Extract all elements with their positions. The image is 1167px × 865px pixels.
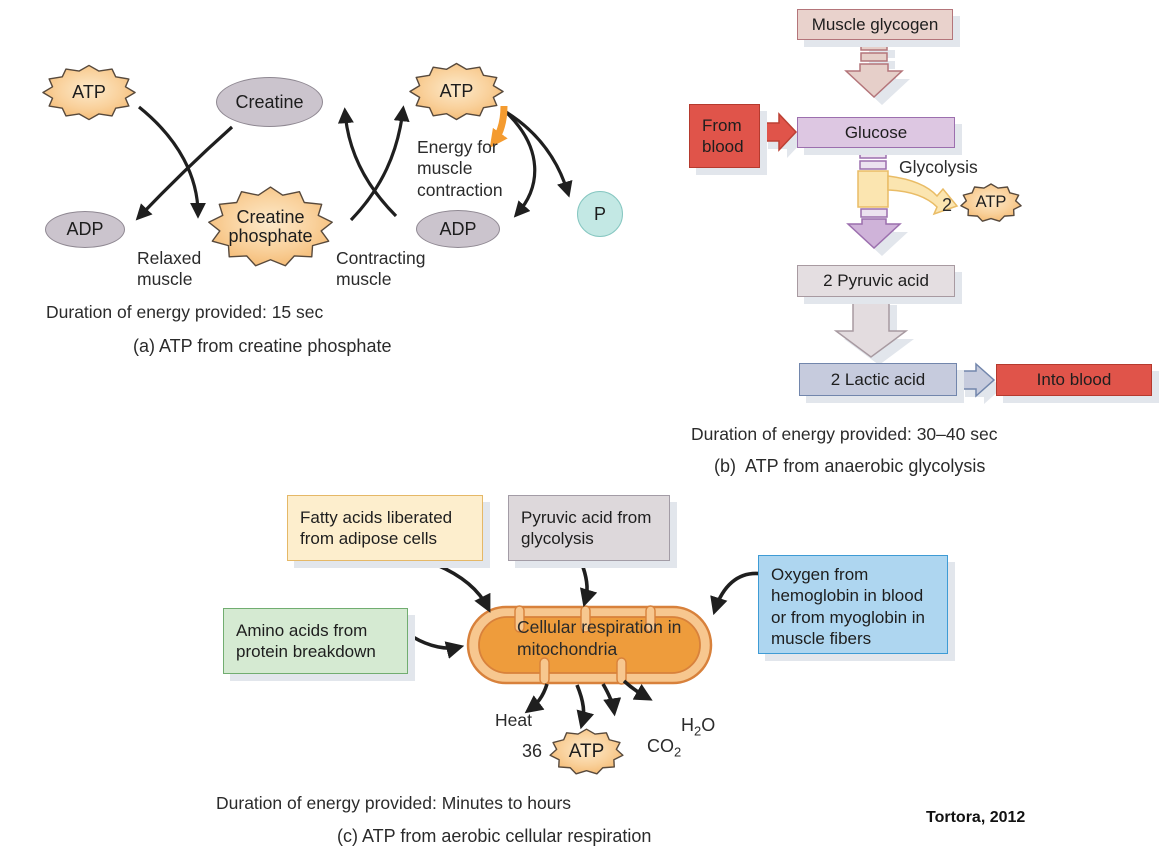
pyruvic-acid-label: 2 Pyruvic acid (823, 271, 929, 291)
source-credit: Tortora, 2012 (926, 809, 1026, 826)
adp-ellipse-right: ADP (416, 210, 500, 248)
energy-label: Energy for muscle contraction (417, 137, 503, 200)
pyruvic-glycolysis-label: Pyruvic acid from glycolysis (521, 507, 652, 548)
into-blood-box: Into blood (996, 364, 1152, 396)
pyruvic-to-lactic-arrow (833, 296, 909, 358)
atp-starburst-glycolysis: ATP (960, 183, 1022, 223)
glycolysis-rung-lower (860, 208, 888, 218)
panel-a-arrows (135, 105, 573, 222)
atp-starburst-aerobic: ATP (549, 728, 624, 776)
panel-c-arrows (412, 563, 764, 730)
adp-label: ADP (66, 219, 104, 239)
atp-label: ATP (72, 82, 106, 103)
atp2-count-label: 2 (942, 195, 953, 215)
into-blood-label: Into blood (1036, 370, 1112, 390)
duration-a-label: Duration of energy provided: 15 sec (46, 302, 324, 322)
atp-starburst-left: ATP (42, 64, 136, 121)
glycogen-to-glucose-arrow (844, 41, 904, 99)
creatine-ellipse: Creatine (216, 77, 323, 127)
phosphate-label: P (593, 203, 606, 224)
pyruvic-acid-box: 2 Pyruvic acid (797, 265, 955, 297)
h2o-label: H2O (681, 714, 716, 739)
duration-c-label: Duration of energy provided: Minutes to … (216, 793, 572, 813)
oxygen-label: Oxygen from hemoglobin in blood or from … (771, 565, 926, 648)
adp-ellipse-left: ADP (45, 211, 125, 248)
creatine-phosphate-starburst: Creatine phosphate (207, 185, 334, 269)
caption-b: (b) ATP from anaerobic glycolysis (714, 456, 986, 476)
muscle-glycogen-box: Muscle glycogen (797, 9, 953, 40)
mitochondria-label: Cellular respiration in mitochondria (517, 617, 682, 659)
caption-a: (a) ATP from creatine phosphate (133, 336, 392, 356)
glucose-box: Glucose (797, 117, 955, 148)
glycolysis-atp-branch-arrow (857, 170, 959, 216)
atp-label: ATP (568, 741, 605, 763)
adp-label: ADP (439, 218, 477, 239)
glucose-label: Glucose (844, 122, 908, 142)
from-blood-box: From blood (689, 104, 760, 168)
oxygen-box: Oxygen from hemoglobin in blood or from … (758, 555, 948, 654)
duration-b-label: Duration of energy provided: 30–40 sec (691, 424, 998, 444)
amino-acids-label: Amino acids from protein breakdown (236, 620, 376, 661)
mitochondria-shape (466, 605, 713, 685)
co2-label: CO2 (647, 735, 682, 760)
atp-starburst-right: ATP (409, 62, 504, 121)
from-blood-arrow (759, 112, 798, 152)
energy-bolt-arrow (489, 105, 508, 148)
heat-label: Heat (495, 710, 532, 730)
glycolysis-label: Glycolysis (899, 157, 978, 177)
fatty-acids-label: Fatty acids liberated from adipose cells (300, 507, 453, 548)
lactic-to-blood-arrow (956, 362, 996, 398)
fatty-acids-box: Fatty acids liberated from adipose cells (287, 495, 483, 561)
atp-label: ATP (439, 81, 474, 102)
phosphate-circle: P (577, 191, 623, 237)
contracting-muscle-label: Contracting muscle (336, 248, 431, 290)
amino-acids-box: Amino acids from protein breakdown (223, 608, 408, 674)
creatine-phosphate-label: Creatine phosphate (228, 207, 313, 246)
glucose-to-pyruvic-arrow (846, 218, 902, 250)
glycolysis-rungs (859, 149, 887, 170)
muscle-glycogen-label: Muscle glycogen (811, 14, 939, 34)
from-blood-label: From blood (702, 115, 744, 156)
lactic-acid-label: 2 Lactic acid (830, 369, 926, 389)
lactic-acid-box: 2 Lactic acid (799, 363, 957, 396)
atp36-count-label: 36 (522, 741, 543, 761)
creatine-label: Creatine (235, 91, 304, 112)
atp-label: ATP (975, 193, 1007, 212)
caption-c: (c) ATP from aerobic cellular respiratio… (337, 826, 652, 846)
relaxed-muscle-label: Relaxed muscle (137, 248, 207, 290)
pyruvic-glycolysis-box: Pyruvic acid from glycolysis (508, 495, 670, 561)
